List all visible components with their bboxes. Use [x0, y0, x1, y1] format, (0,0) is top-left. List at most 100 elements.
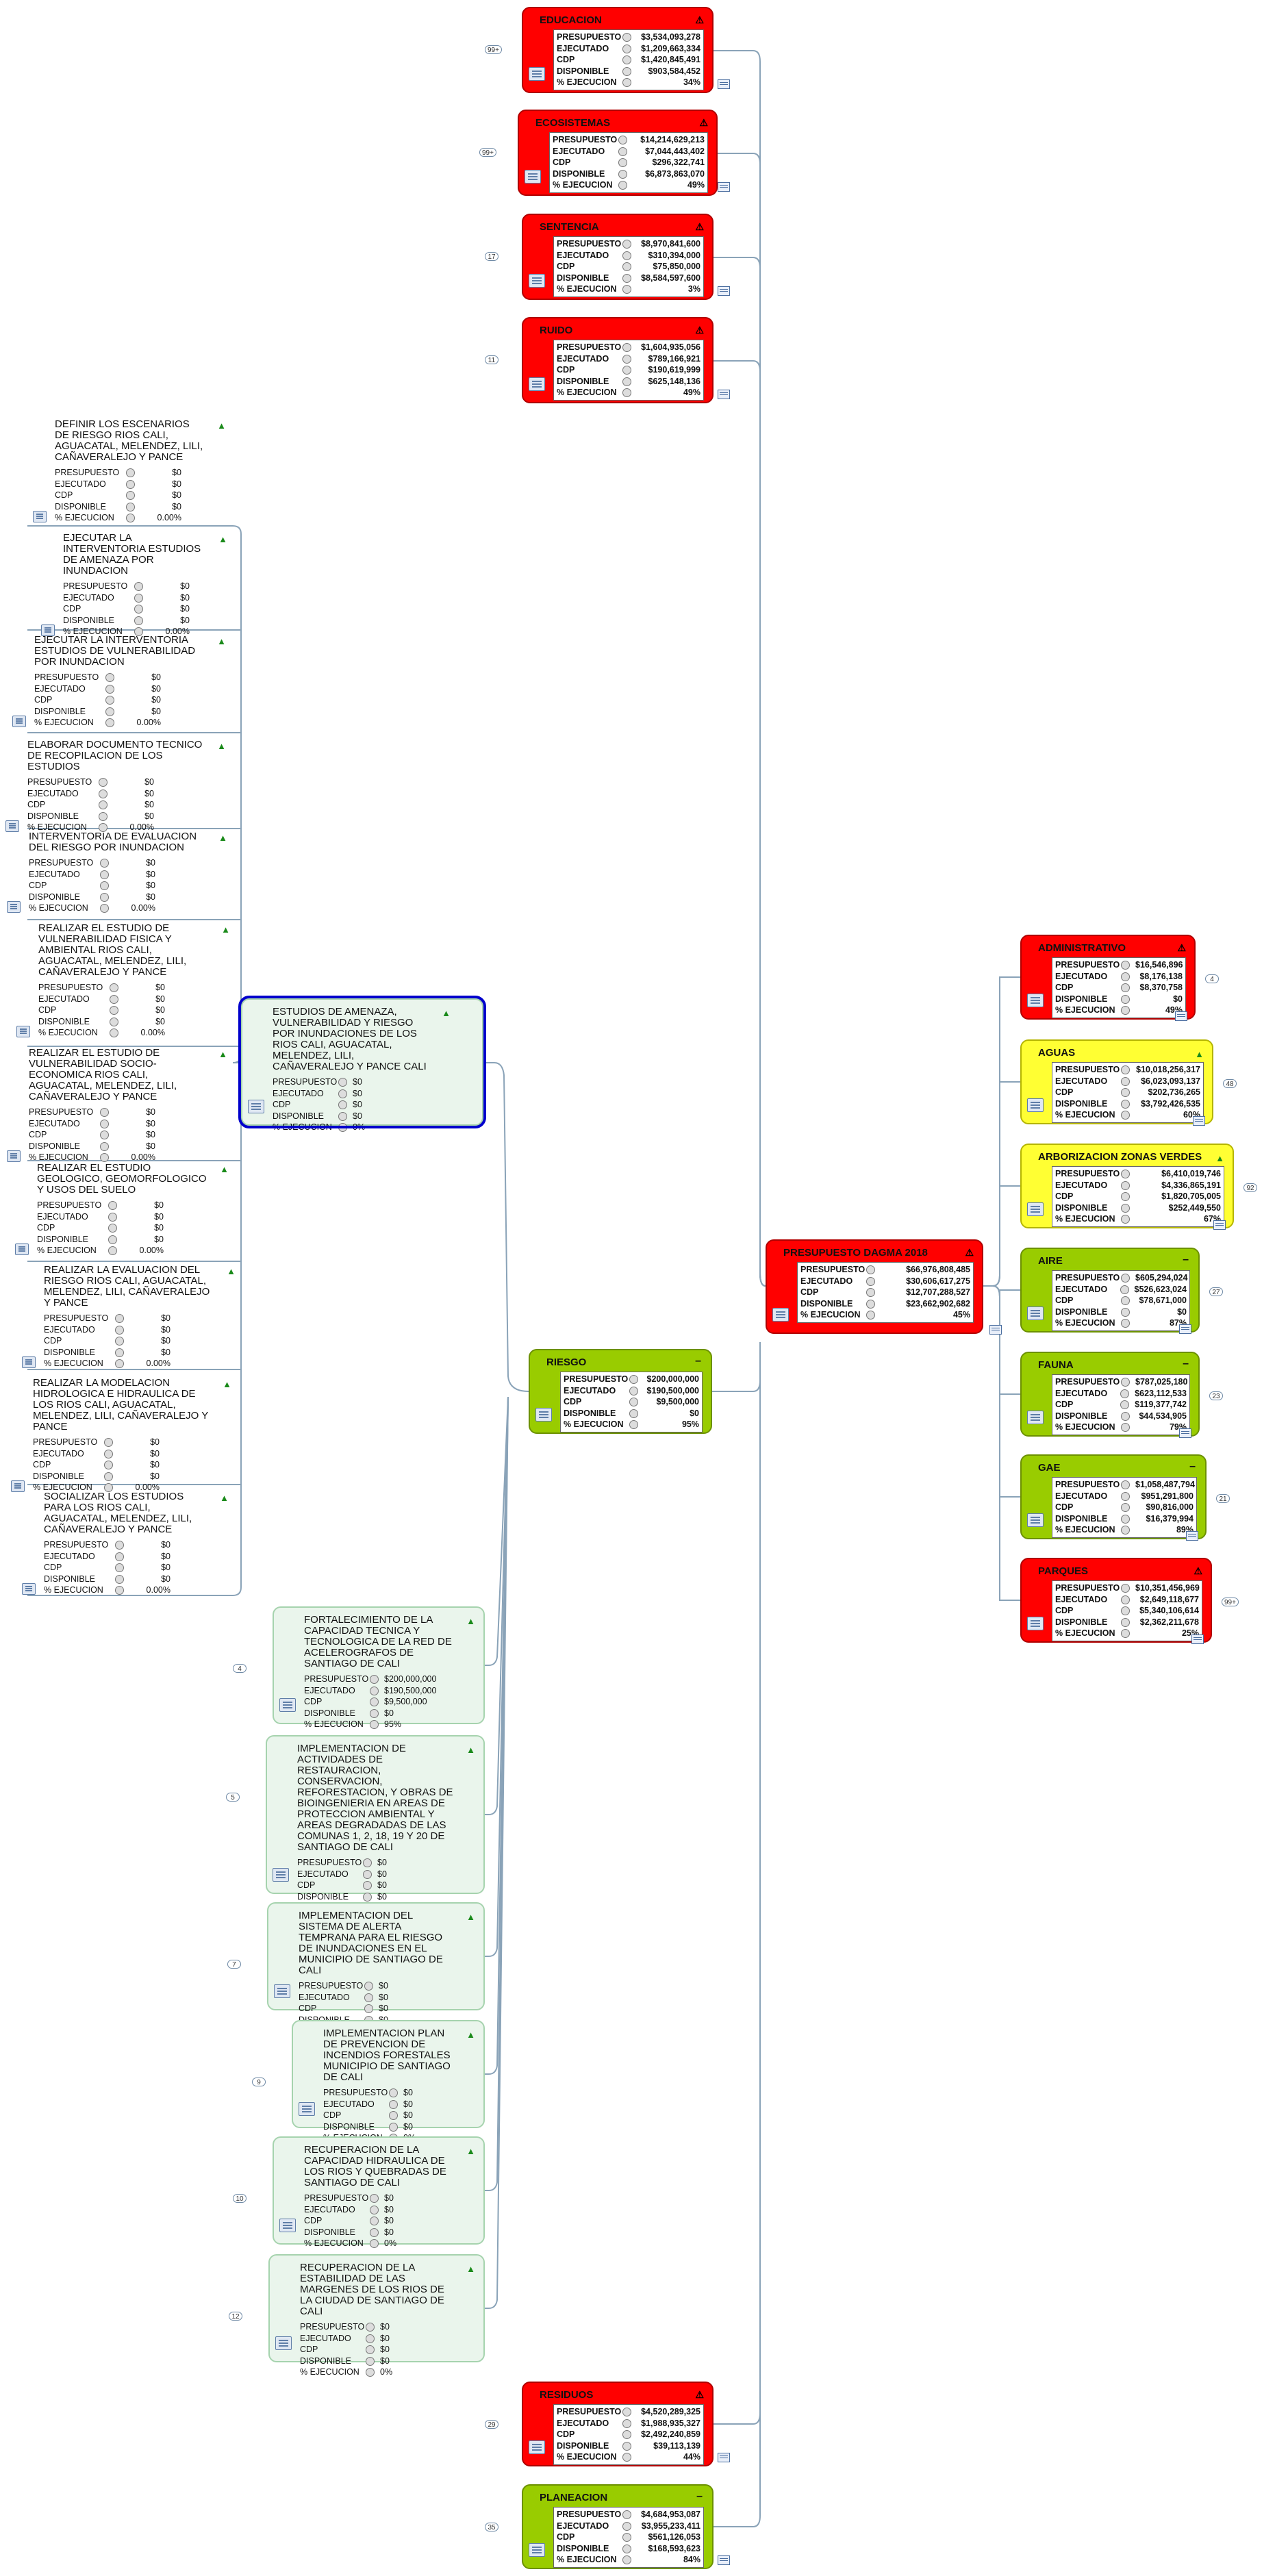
- topic-icon[interactable]: [41, 624, 55, 636]
- child-count-badge[interactable]: 99+: [1222, 1598, 1239, 1606]
- riesgo-child-node[interactable]: IMPLEMENTACION PLAN DE PREVENCION DE INC…: [292, 2020, 485, 2143]
- leaf-node[interactable]: EJECUTAR LA INTERVENTORIA ESTUDIOS DE VU…: [12, 635, 229, 729]
- leaf-node[interactable]: REALIZAR EL ESTUDIO DE VULNERABILIDAD SO…: [7, 1048, 227, 1163]
- topic-icon[interactable]: [274, 1984, 290, 1998]
- metric-value: $623,112,533: [1135, 1388, 1187, 1398]
- leaf-node[interactable]: REALIZAR LA EVALUACION DEL RIESGO RIOS C…: [22, 1265, 238, 1369]
- child-count-badge[interactable]: 5: [226, 1793, 240, 1802]
- topic-icon[interactable]: [535, 1408, 552, 1422]
- child-count-badge[interactable]: 10: [233, 2194, 247, 2203]
- topic-icon[interactable]: [275, 2336, 292, 2350]
- note-icon[interactable]: [1179, 1324, 1191, 1334]
- note-icon[interactable]: [1191, 1634, 1204, 1644]
- child-count-badge[interactable]: 7: [227, 1960, 241, 1969]
- note-icon[interactable]: [1193, 1116, 1205, 1126]
- note-icon[interactable]: [718, 2453, 730, 2462]
- branch-node-arborizacion-zonas-verdes[interactable]: ARBORIZACION ZONAS VERDES▲PRESUPUESTO$6,…: [1020, 1144, 1234, 1228]
- note-icon[interactable]: [718, 182, 730, 192]
- estudios-node[interactable]: ESTUDIOS DE AMENAZA, VULNERABILIDAD Y RI…: [238, 996, 486, 1132]
- child-count-badge[interactable]: 4: [233, 1664, 247, 1673]
- topic-icon[interactable]: [11, 1480, 25, 1492]
- topic-icon[interactable]: [1027, 1411, 1044, 1424]
- leaf-node[interactable]: REALIZAR LA MODELACION HIDROLOGICA E HID…: [11, 1378, 231, 1493]
- note-icon[interactable]: [1175, 1011, 1187, 1021]
- topic-icon[interactable]: [772, 1308, 789, 1322]
- topic-icon[interactable]: [248, 1100, 264, 1113]
- topic-icon[interactable]: [1027, 1513, 1044, 1527]
- child-count-badge[interactable]: 4: [1205, 974, 1219, 983]
- leaf-node[interactable]: REALIZAR EL ESTUDIO DE VULNERABILIDAD FI…: [16, 923, 233, 1039]
- topic-icon[interactable]: [279, 2219, 296, 2232]
- topic-icon[interactable]: [525, 170, 541, 184]
- topic-icon[interactable]: [1027, 1202, 1044, 1216]
- topic-icon[interactable]: [7, 900, 21, 913]
- riesgo-child-node[interactable]: FORTALECIMIENTO DE LA CAPACIDAD TECNICA …: [273, 1606, 485, 1729]
- topic-icon[interactable]: [15, 1243, 29, 1255]
- child-count-badge[interactable]: 48: [1223, 1079, 1237, 1088]
- child-count-badge[interactable]: 21: [1216, 1494, 1230, 1503]
- child-count-badge[interactable]: 12: [229, 2312, 242, 2321]
- topic-icon[interactable]: [22, 1356, 36, 1368]
- topic-icon[interactable]: [1027, 1306, 1044, 1320]
- topic-icon[interactable]: [529, 2440, 545, 2454]
- leaf-node[interactable]: INTERVENTORIA DE EVALUACION DEL RIESGO P…: [7, 831, 227, 914]
- topic-icon[interactable]: [5, 820, 19, 832]
- note-icon[interactable]: [1213, 1220, 1226, 1230]
- topic-icon[interactable]: [33, 510, 47, 522]
- child-count-badge[interactable]: 11: [485, 355, 498, 364]
- topic-icon[interactable]: [529, 67, 545, 81]
- child-count-badge[interactable]: 35: [485, 2523, 498, 2531]
- note-icon[interactable]: [718, 390, 730, 399]
- child-count-badge[interactable]: 29: [485, 2420, 498, 2429]
- riesgo-child-node[interactable]: RECUPERACION DE LA ESTABILIDAD DE LAS MA…: [268, 2254, 485, 2377]
- note-icon[interactable]: [718, 2555, 730, 2565]
- child-count-badge[interactable]: 27: [1209, 1287, 1223, 1296]
- riesgo-child-node[interactable]: IMPLEMENTACION DE ACTIVIDADES DE RESTAUR…: [266, 1735, 485, 1912]
- child-count-badge[interactable]: 92: [1243, 1183, 1257, 1192]
- topic-icon[interactable]: [299, 2102, 315, 2116]
- topic-icon[interactable]: [1027, 1098, 1044, 1112]
- topic-icon[interactable]: [529, 274, 545, 288]
- child-count-badge[interactable]: 9: [252, 2078, 266, 2086]
- child-count-badge[interactable]: 99+: [479, 148, 496, 157]
- root-node[interactable]: Presupuesto DAGMA 2018⚠PRESUPUESTO$66,97…: [766, 1239, 983, 1334]
- topic-icon[interactable]: [273, 1868, 289, 1882]
- topic-icon[interactable]: [1027, 994, 1044, 1007]
- topic-icon[interactable]: [16, 1025, 30, 1037]
- note-icon[interactable]: [1179, 1428, 1191, 1438]
- child-count-badge[interactable]: 17: [485, 252, 498, 261]
- topic-icon[interactable]: [529, 377, 545, 391]
- note-icon[interactable]: [1186, 1531, 1198, 1541]
- topic-icon[interactable]: [279, 1698, 296, 1712]
- topic-icon[interactable]: [7, 1150, 21, 1162]
- riesgo-child-node[interactable]: RECUPERACION DE LA CAPACIDAD HIDRAULICA …: [273, 2136, 485, 2248]
- note-icon[interactable]: [989, 1325, 1002, 1335]
- child-count-badge[interactable]: 23: [1209, 1391, 1223, 1400]
- child-count-badge[interactable]: 99+: [485, 45, 502, 54]
- leaf-node[interactable]: DEFINIR LOS ESCENARIOS DE RIESGO RIOS CA…: [33, 419, 249, 524]
- topic-icon[interactable]: [1027, 1617, 1044, 1630]
- topic-icon[interactable]: [22, 1582, 36, 1595]
- leaf-node[interactable]: EJECUTAR LA INTERVENTORIA ESTUDIOS DE AM…: [41, 533, 257, 637]
- riesgo-child-node[interactable]: IMPLEMENTACION DEL SISTEMA DE ALERTA TEM…: [267, 1902, 485, 2036]
- leaf-node[interactable]: SOCIALIZAR LOS ESTUDIOS PARA LOS RIOS CA…: [22, 1491, 238, 1596]
- topic-icon[interactable]: [12, 715, 26, 727]
- note-icon[interactable]: [718, 286, 730, 296]
- note-icon[interactable]: [718, 79, 730, 89]
- leaf-node[interactable]: REALIZAR EL ESTUDIO GEOLOGICO, GEOMORFOL…: [15, 1163, 231, 1257]
- leaf-node[interactable]: ELABORAR DOCUMENTO TECNICO DE RECOPILACI…: [5, 740, 226, 833]
- topic-icon[interactable]: [529, 2543, 545, 2557]
